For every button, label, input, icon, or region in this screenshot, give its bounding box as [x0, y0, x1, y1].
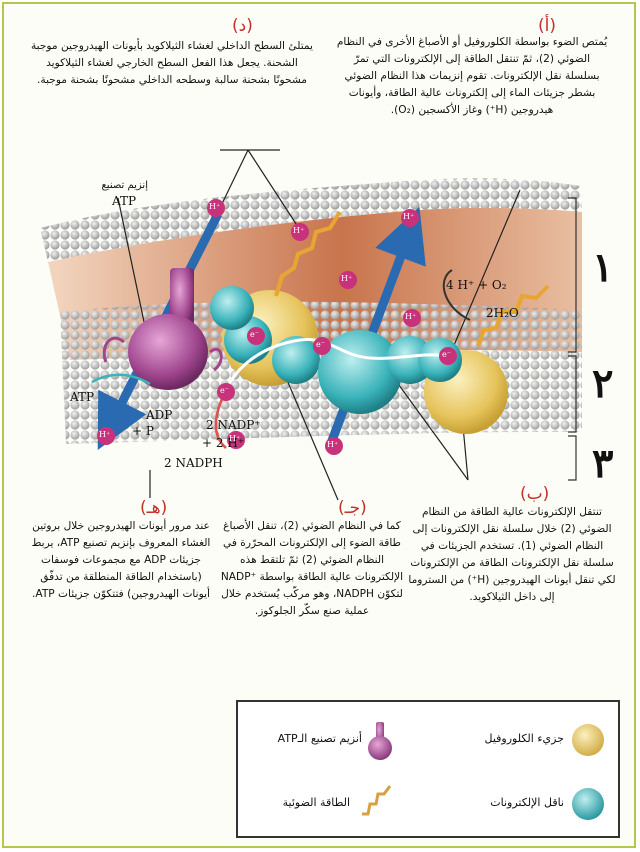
- enzyme-label-atp: ATP: [112, 194, 136, 208]
- label-e: (هـ): [140, 498, 167, 518]
- h-ion-text-8: H⁺: [229, 434, 240, 443]
- legend-chlorophyll-icon: [572, 724, 604, 756]
- h-ion-text-7: H⁺: [327, 440, 338, 449]
- h-ion-text-3: H⁺: [341, 274, 352, 283]
- legend-box: جزيء الكلوروفيل أنزيم تصنيع الـATP ناقل …: [236, 700, 620, 838]
- h-ion-text-5: H⁺: [403, 212, 414, 221]
- adp-label: ADP: [146, 408, 172, 422]
- legend-carrier-icon: [572, 788, 604, 820]
- electron-carrier-3: [210, 286, 254, 330]
- electron-carrier-2: [272, 336, 320, 384]
- legend-atp-enzyme-text: أنزيم تصنيع الـATP: [250, 732, 362, 745]
- legend-light-icon: [362, 786, 390, 814]
- h-ion-text-6: H⁺: [99, 430, 110, 439]
- nadp-label: 2 NADP⁺: [206, 418, 261, 432]
- e-text-3: e⁻: [220, 386, 229, 395]
- h-ion-text-4: H⁺: [405, 312, 416, 321]
- legend-atp-enzyme-icon: [368, 722, 392, 760]
- atp-product: ATP: [70, 390, 94, 404]
- legend-light-text: الطاقة الضوئية: [250, 796, 350, 809]
- label-c: (جـ): [338, 498, 367, 518]
- label-b: (ب): [520, 484, 549, 504]
- plus-p-label: + P: [132, 424, 154, 438]
- zone-3-number: ٣: [592, 440, 613, 487]
- e-text-2: e⁻: [316, 340, 325, 349]
- e-text-4: e⁻: [442, 350, 451, 359]
- legend-chlorophyll-text: جزيء الكلوروفيل: [440, 732, 564, 745]
- e-text-1: e⁻: [250, 330, 259, 339]
- legend-carrier-text: ناقل الإلكترونات: [440, 796, 564, 809]
- oxygen-eq-label: 4 H⁺ + O₂: [446, 278, 507, 292]
- zone-2-number: ٢: [592, 360, 613, 407]
- text-e: عند مرور أيونات الهيدروجين خلال بروتين ا…: [26, 518, 216, 668]
- h-ion-text-1: H⁺: [209, 202, 220, 211]
- text-b: تنتقل الإلكترونات عالية الطاقة من النظام…: [408, 504, 616, 668]
- water-label: 2H₂O: [486, 306, 519, 320]
- text-c: كما في النظام الضوئي (2)، تنقل الأصباغ ط…: [220, 518, 404, 682]
- h-ion-text-2: H⁺: [293, 226, 304, 235]
- zone-1-number: ١: [592, 244, 613, 291]
- nadph-label: 2 NADPH: [164, 456, 223, 470]
- enzyme-label-ar: إنزيم تصنيع: [68, 180, 148, 191]
